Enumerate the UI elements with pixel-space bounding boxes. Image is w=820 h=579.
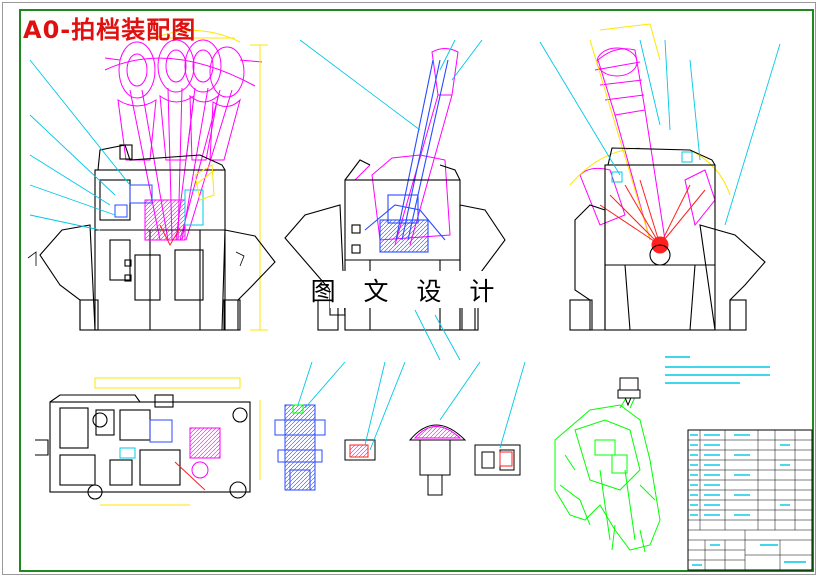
gearshift-assembly-side-icon	[539, 23, 781, 331]
gearshift-top-view-icon	[35, 377, 261, 506]
gearshift-assembly-section-icon	[284, 39, 506, 361]
technical-notes-block	[665, 356, 770, 384]
isometric-knob-icon	[617, 377, 641, 407]
drawing-title: A0-拍档装配图	[23, 16, 197, 44]
sheet-drawing-frame	[19, 9, 814, 572]
gearshift-assembly-front-icon	[27, 30, 276, 331]
isometric-view-icon	[554, 394, 661, 553]
title-block-icon	[687, 429, 813, 571]
part-detail-icon	[274, 361, 526, 496]
watermark-label: 图 文 设 计	[311, 271, 494, 308]
